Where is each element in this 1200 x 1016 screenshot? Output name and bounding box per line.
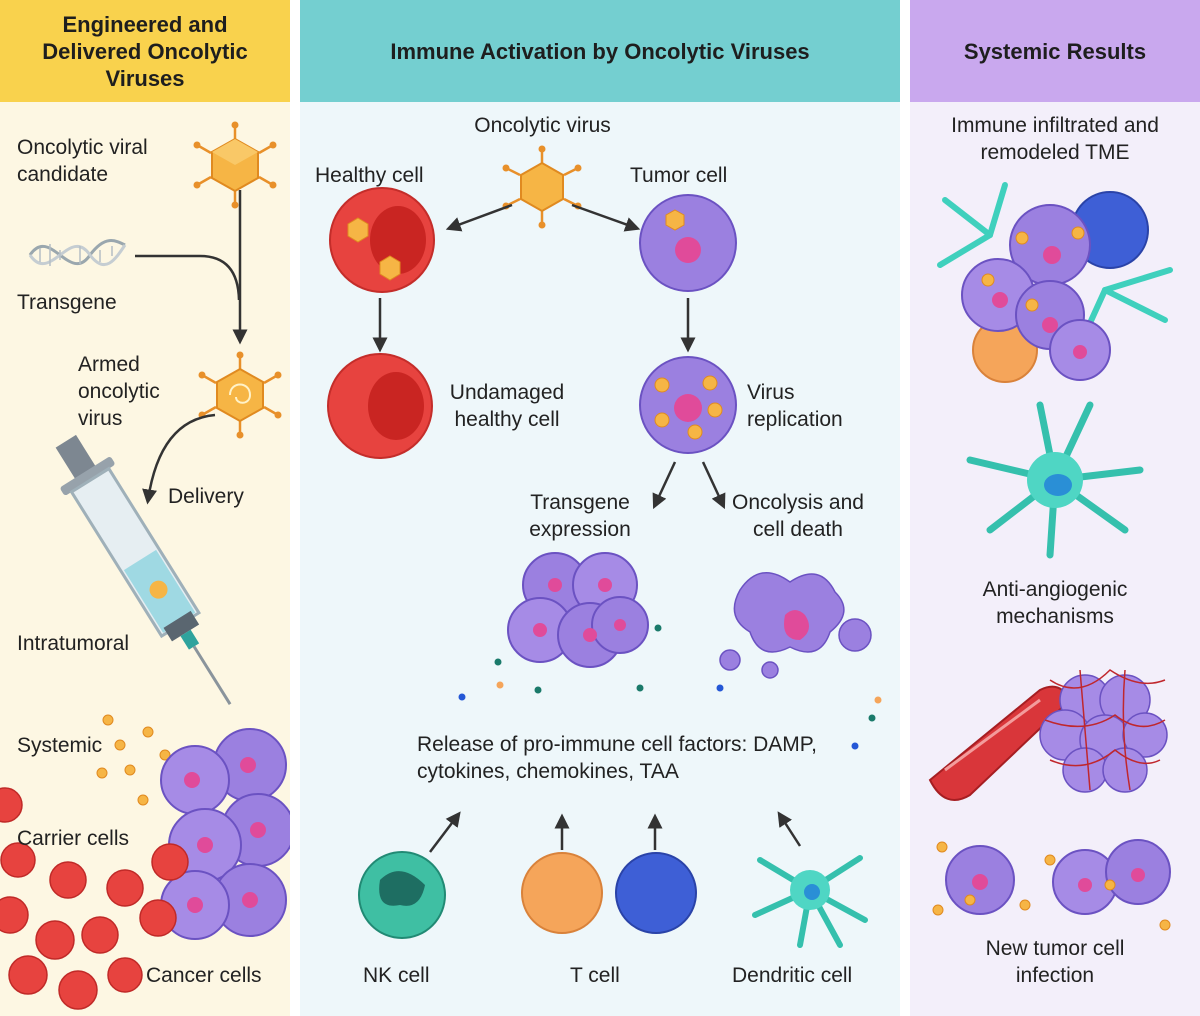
label-undamaged-text: Undamaged healthy cell	[449, 381, 565, 431]
new-infection-icon	[932, 839, 1171, 931]
panel-engineered: Engineered and Delivered Oncolytic Virus…	[0, 0, 290, 1016]
label-transgene-expression-text: Transgene expression	[529, 491, 631, 541]
undamaged-cell-icon	[327, 353, 433, 459]
label-tme: Immune infiltrated and remodeled TME	[938, 112, 1172, 166]
left-illustration	[0, 121, 290, 1010]
label-tcell: T cell	[570, 964, 620, 987]
label-oncolysis-text: Oncolysis and cell death	[732, 491, 864, 541]
label-release-text: Release of pro-immune cell factors: DAMP…	[417, 733, 817, 783]
cancer-nuclei	[184, 757, 266, 913]
panel-immune-activation: Immune Activation by Oncolytic Viruses	[300, 0, 900, 1016]
nk-cell-icon	[358, 851, 446, 939]
label-healthy: Healthy cell	[315, 164, 424, 187]
label-oncolytic-virus: Oncolytic virus	[474, 114, 611, 137]
label-delivery: Delivery	[168, 485, 244, 508]
syringe-icon	[55, 434, 232, 705]
header-systemic: Systemic Results	[910, 0, 1200, 102]
factor-dots	[458, 624, 882, 750]
label-systemic: Systemic	[17, 734, 103, 757]
label-intratumoral: Intratumoral	[17, 632, 130, 655]
label-newinf: New tumor cell infection	[965, 935, 1145, 989]
label-tumor: Tumor cell	[630, 164, 728, 187]
healthy-cell-icon	[329, 187, 435, 293]
label-armed-text: Armed oncolytic virus	[78, 353, 160, 430]
label-dendritic: Dendritic cell	[732, 964, 853, 987]
label-angio: Anti-angiogenic mechanisms	[955, 576, 1155, 630]
vessel-tumor-icon	[928, 669, 1168, 801]
arrow-to-healthy	[445, 203, 513, 232]
label-newinf-text: New tumor cell infection	[985, 937, 1125, 987]
header-engineered-text: Engineered and Delivered Oncolytic Virus…	[42, 11, 248, 91]
arrow-to-oncolysis	[701, 461, 726, 510]
arrow-to-expression	[652, 461, 677, 510]
arrow-merge	[135, 254, 241, 301]
label-transgene: Transgene	[17, 291, 117, 314]
label-nk: NK cell	[363, 964, 430, 987]
label-candidate-text: Oncolytic viral candidate	[17, 136, 148, 186]
dendritic-right-icon	[966, 401, 1144, 559]
arrow-dc-up	[777, 811, 802, 847]
header-immune: Immune Activation by Oncolytic Viruses	[300, 0, 900, 102]
label-transgene-expression: Transgene expression	[515, 489, 645, 543]
arrow-delivery	[142, 413, 216, 505]
label-release: Release of pro-immune cell factors: DAMP…	[417, 731, 817, 785]
label-candidate: Oncolytic viral candidate	[17, 134, 187, 188]
tumor-cell-icon	[639, 194, 737, 292]
dna-icon	[28, 239, 127, 267]
replication-cell-icon	[639, 356, 737, 454]
arrow-to-tumor	[571, 203, 641, 232]
cancer-cells-cluster	[160, 728, 290, 940]
oncolytic-virus-icon	[502, 145, 582, 229]
carrier-cells	[0, 787, 189, 1010]
label-angio-text: Anti-angiogenic mechanisms	[982, 578, 1128, 628]
label-oncolysis: Oncolysis and cell death	[718, 489, 878, 543]
label-tme-text: Immune infiltrated and remodeled TME	[951, 114, 1159, 164]
right-illustration	[928, 182, 1173, 931]
label-undamaged: Undamaged healthy cell	[437, 379, 577, 433]
arrow-nk-up	[429, 811, 461, 853]
panel-systemic: Systemic Results	[910, 0, 1200, 1016]
expression-cluster	[507, 552, 649, 668]
label-replication: Virus replication	[747, 379, 872, 433]
tme-cluster	[937, 182, 1173, 383]
label-replication-text: Virus replication	[747, 381, 843, 431]
label-carrier: Carrier cells	[17, 827, 130, 850]
label-cancer: Cancer cells	[146, 964, 262, 987]
middle-illustration	[327, 145, 882, 948]
virus-icon	[193, 121, 277, 209]
label-armed: Armed oncolytic virus	[78, 351, 188, 432]
dendritic-cell-icon	[752, 855, 868, 948]
t-cell-orange-icon	[521, 852, 603, 934]
header-engineered: Engineered and Delivered Oncolytic Virus…	[0, 0, 290, 102]
armed-virus-icon	[198, 351, 282, 439]
t-cell-blue-icon	[615, 852, 697, 934]
